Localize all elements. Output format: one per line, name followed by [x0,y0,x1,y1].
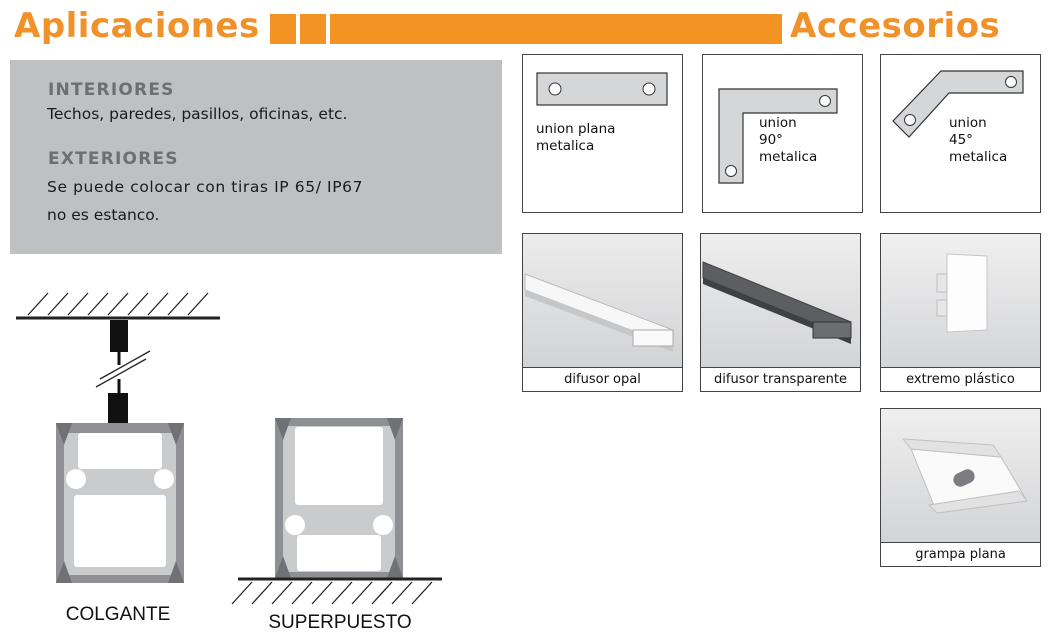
accessory-union-plana: union plana metalica [522,54,683,213]
grampa-plana-image [881,409,1040,542]
exteriores-label: EXTERIORES [48,149,179,169]
header-bar-block-1 [270,14,296,44]
union-plana-label: union plana metalica [536,121,616,154]
colgante-label: COLGANTE [65,604,171,625]
accessories-title: Accesorios [790,6,1001,46]
exteriores-text-line1: Se puede colocar con tiras IP 65/ IP67 [47,178,364,196]
angled-plate-icon [892,70,1024,138]
grampa-plana-caption: grampa plana [881,542,1040,566]
difusor-transparente-image [701,234,860,367]
mounting-diagram [16,292,442,605]
accessory-difusor-opal: difusor opal [522,233,683,392]
accessory-union-90: union 90° metalica [702,54,863,213]
union-90-label: union 90° metalica [759,115,818,165]
colgante-profile [56,423,184,583]
header-bar [330,14,782,44]
difusor-opal-caption: difusor opal [523,367,682,391]
exteriores-text-line2: no es estanco. [47,206,160,224]
extremo-plastico-image [881,234,1040,367]
accessory-difusor-transparente: difusor transparente [700,233,861,392]
ceiling-hatch [16,292,220,320]
difusor-opal-image [523,234,682,367]
accessory-extremo-plastico: extremo plástico [880,233,1041,392]
superpuesto-label: SUPERPUESTO [268,612,412,633]
header-bar-block-2 [300,14,326,44]
difusor-transparente-caption: difusor transparente [701,367,860,391]
l-plate-icon [718,88,838,184]
extremo-plastico-caption: extremo plástico [881,367,1040,391]
superpuesto-profile [275,418,403,578]
interiores-text: Techos, paredes, pasillos, oficinas, etc… [47,105,348,123]
accessory-grampa-plana: grampa plana [880,408,1041,567]
union-45-label: union 45° metalica [949,115,1008,165]
hanging-cable [95,320,151,423]
flat-plate-icon [536,72,668,106]
interiores-label: INTERIORES [48,80,175,100]
floor-hatch [231,577,442,605]
accessory-union-45: union 45° metalica [880,54,1041,213]
applications-title: Aplicaciones [14,6,260,46]
applications-box: INTERIORES Techos, paredes, pasillos, of… [10,60,502,254]
